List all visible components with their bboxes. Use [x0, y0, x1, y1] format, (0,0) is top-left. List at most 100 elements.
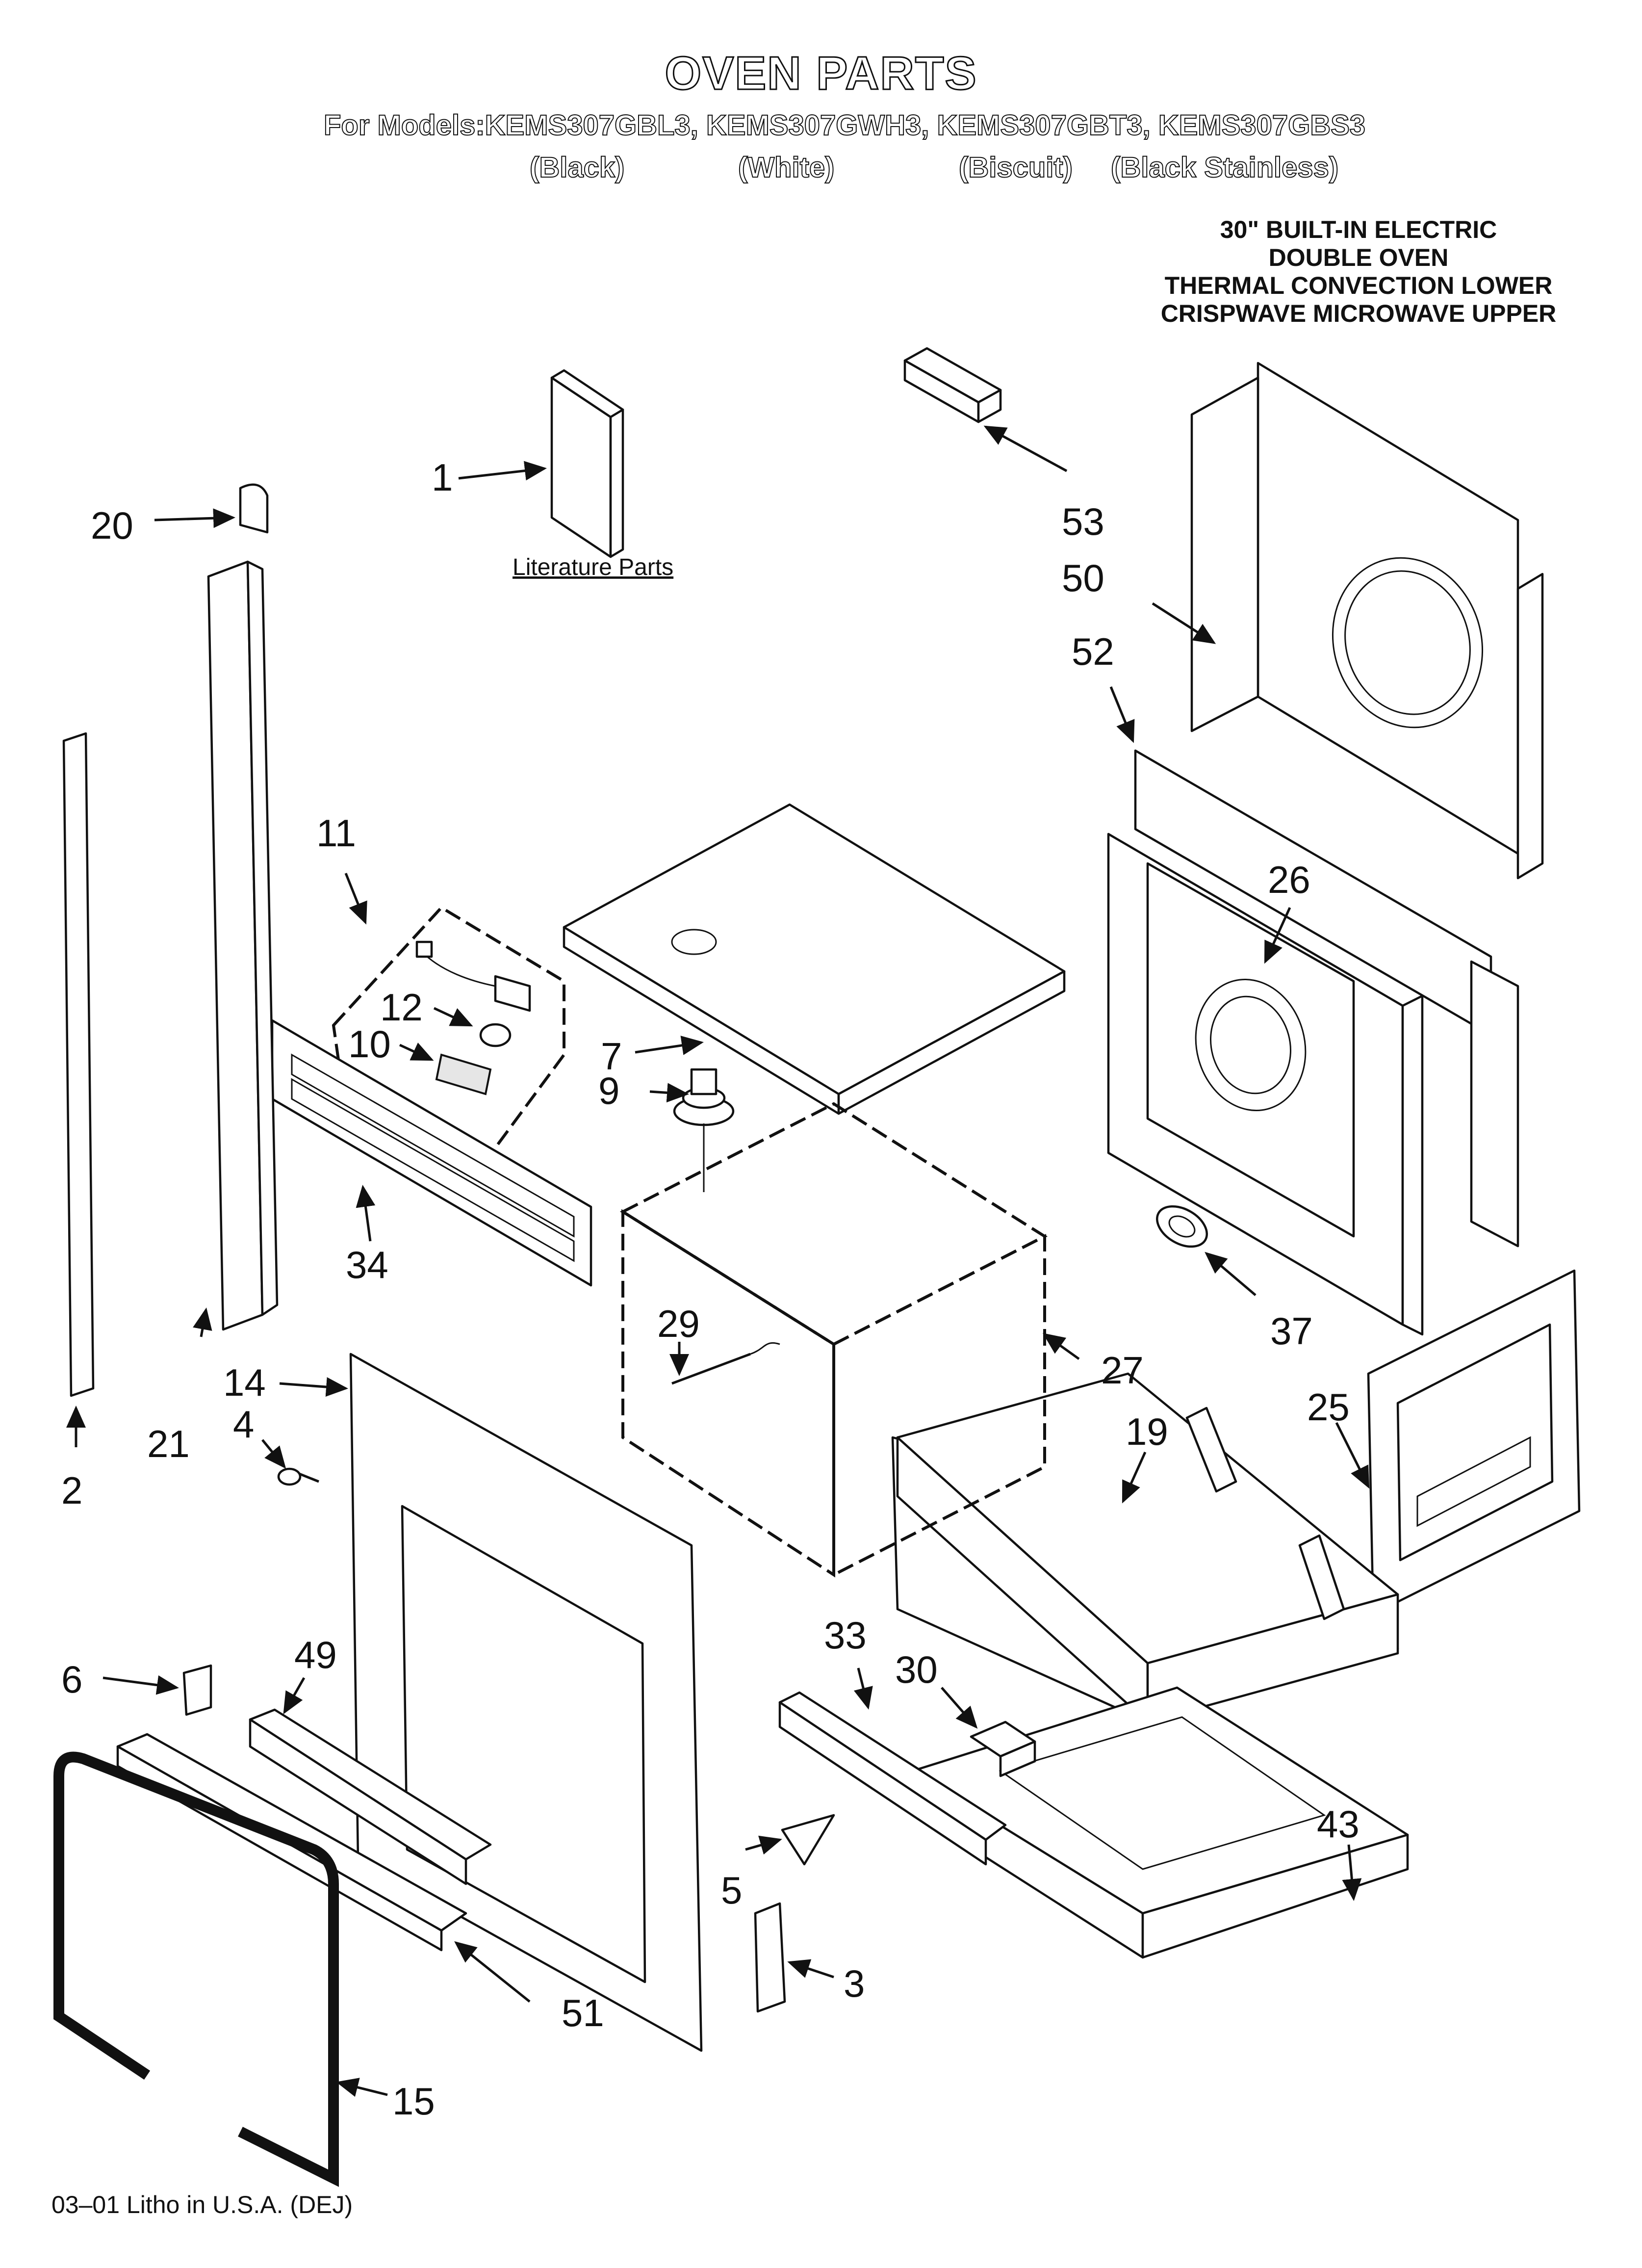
part-29-sensor [671, 1342, 780, 1385]
leader-34 [356, 1185, 376, 1242]
leader-33 [853, 1668, 873, 1710]
callout-43: 43 [1317, 1802, 1360, 1846]
part-53-bracket [903, 347, 1002, 423]
page-title: OVEN PARTS [664, 47, 977, 101]
part-12-lamp-bulb [479, 1023, 512, 1047]
leader-19 [1122, 1451, 1147, 1504]
part-6-clip [182, 1664, 212, 1716]
leader-7 [635, 1036, 704, 1055]
callout-51: 51 [562, 1991, 604, 2034]
leader-26 [1264, 907, 1291, 964]
color-label-biscuit: (Biscuit) [958, 151, 1073, 184]
part-20-end-cap [239, 483, 269, 534]
leader-53 [983, 425, 1068, 472]
part-49-trim-bracket [249, 1708, 492, 1885]
description-line-2: DOUBLE OVEN [1268, 244, 1449, 271]
callout-12: 12 [380, 986, 423, 1029]
callout-numbers: 1 20 53 50 52 26 11 12 10 7 9 34 29 27 3… [61, 456, 1360, 2123]
leader-25 [1335, 1422, 1370, 1489]
callout-29: 29 [657, 1302, 700, 1345]
part-4-screw [277, 1467, 319, 1486]
callout-37: 37 [1270, 1309, 1313, 1353]
leader-50 [1152, 602, 1216, 644]
callout-5: 5 [721, 1869, 742, 1912]
leader-21 [193, 1307, 212, 1337]
part-2-side-strip [62, 732, 95, 1397]
part-7-top-plate [563, 803, 1066, 1115]
part-21-side-trim [207, 560, 279, 1331]
leader-9 [649, 1083, 689, 1103]
part-52-convection-panel [1107, 749, 1519, 1336]
description-line-4: CRISPWAVE MICROWAVE UPPER [1160, 300, 1557, 327]
callout-27: 27 [1101, 1349, 1144, 1392]
part-27-oven-cavity [619, 1102, 1048, 1578]
callout-7: 7 [601, 1035, 622, 1078]
leader-49 [283, 1677, 306, 1715]
color-label-black-stainless: (Black Stainless) [1110, 151, 1339, 184]
leader-6 [103, 1675, 179, 1695]
description-line-3: THERMAL CONVECTION LOWER [1164, 272, 1553, 299]
callout-4: 4 [233, 1403, 254, 1446]
part-14-front-frame [349, 1353, 703, 2052]
part-30-bracket [970, 1721, 1036, 1777]
leader-3 [787, 1959, 834, 1979]
part-10-lamp-lens [435, 1053, 492, 1095]
callout-30: 30 [895, 1648, 938, 1691]
part-37-thermal-fuse [1156, 1205, 1208, 1248]
callout-49: 49 [294, 1633, 337, 1676]
description-line-1: 30" BUILT-IN ELECTRIC [1220, 216, 1497, 243]
leader-11 [344, 873, 367, 925]
footer-litho: 03–01 Litho in U.S.A. (DEJ) [51, 2191, 353, 2218]
callout-3: 3 [844, 1962, 865, 2005]
models-line: For Models:KEMS307GBL3, KEMS307GWH3, KEM… [323, 109, 1366, 142]
leader-1 [458, 461, 547, 481]
part-33-trim [778, 1691, 1007, 1866]
callout-34: 34 [346, 1243, 388, 1286]
leader-27 [1042, 1333, 1080, 1360]
callout-11: 11 [316, 811, 356, 855]
callout-26: 26 [1268, 858, 1310, 901]
callout-19: 19 [1126, 1410, 1168, 1453]
leader-52 [1109, 686, 1135, 743]
color-label-black: (Black) [529, 151, 625, 184]
leader-30 [941, 1687, 978, 1729]
model-description: 30" BUILT-IN ELECTRIC DOUBLE OVEN THERMA… [1113, 216, 1604, 328]
leader-20 [154, 508, 235, 528]
literature-parts-label: Literature Parts [513, 554, 673, 580]
leader-5 [745, 1835, 782, 1855]
callout-2: 2 [61, 1469, 82, 1512]
part-19-cover [891, 1372, 1399, 1723]
callout-14: 14 [223, 1361, 266, 1404]
callout-33: 33 [824, 1614, 867, 1657]
leader-51 [454, 1941, 531, 2003]
leader-12 [433, 1007, 473, 1027]
literature-booklet [550, 369, 624, 558]
callout-52: 52 [1072, 630, 1114, 673]
callout-50: 50 [1062, 556, 1104, 600]
callout-9: 9 [598, 1069, 619, 1112]
callout-25: 25 [1307, 1385, 1350, 1429]
callout-21: 21 [147, 1422, 190, 1465]
callout-15: 15 [392, 2080, 435, 2123]
part-50-rear-panel [1190, 362, 1544, 880]
callout-6: 6 [61, 1658, 82, 1701]
part-34-vent-grille [271, 1019, 592, 1287]
leader-lines [66, 425, 1370, 2097]
part-5-bracket [781, 1814, 835, 1866]
part-3-hinge-bracket [754, 1902, 786, 2013]
callout-1: 1 [432, 456, 453, 499]
part-15-gasket [53, 1751, 339, 2187]
leader-37 [1205, 1251, 1257, 1296]
callout-20: 20 [91, 504, 133, 547]
part-9-thermostat [673, 1068, 735, 1192]
leader-43 [1342, 1844, 1362, 1901]
leader-14 [279, 1377, 348, 1397]
callout-10: 10 [348, 1022, 391, 1066]
callout-53: 53 [1062, 500, 1104, 543]
part-25-side-panel [1367, 1269, 1581, 1616]
color-label-white: (White) [738, 151, 835, 184]
leader-15 [336, 2078, 388, 2097]
leader-4 [261, 1439, 286, 1469]
leader-10 [399, 1043, 434, 1061]
